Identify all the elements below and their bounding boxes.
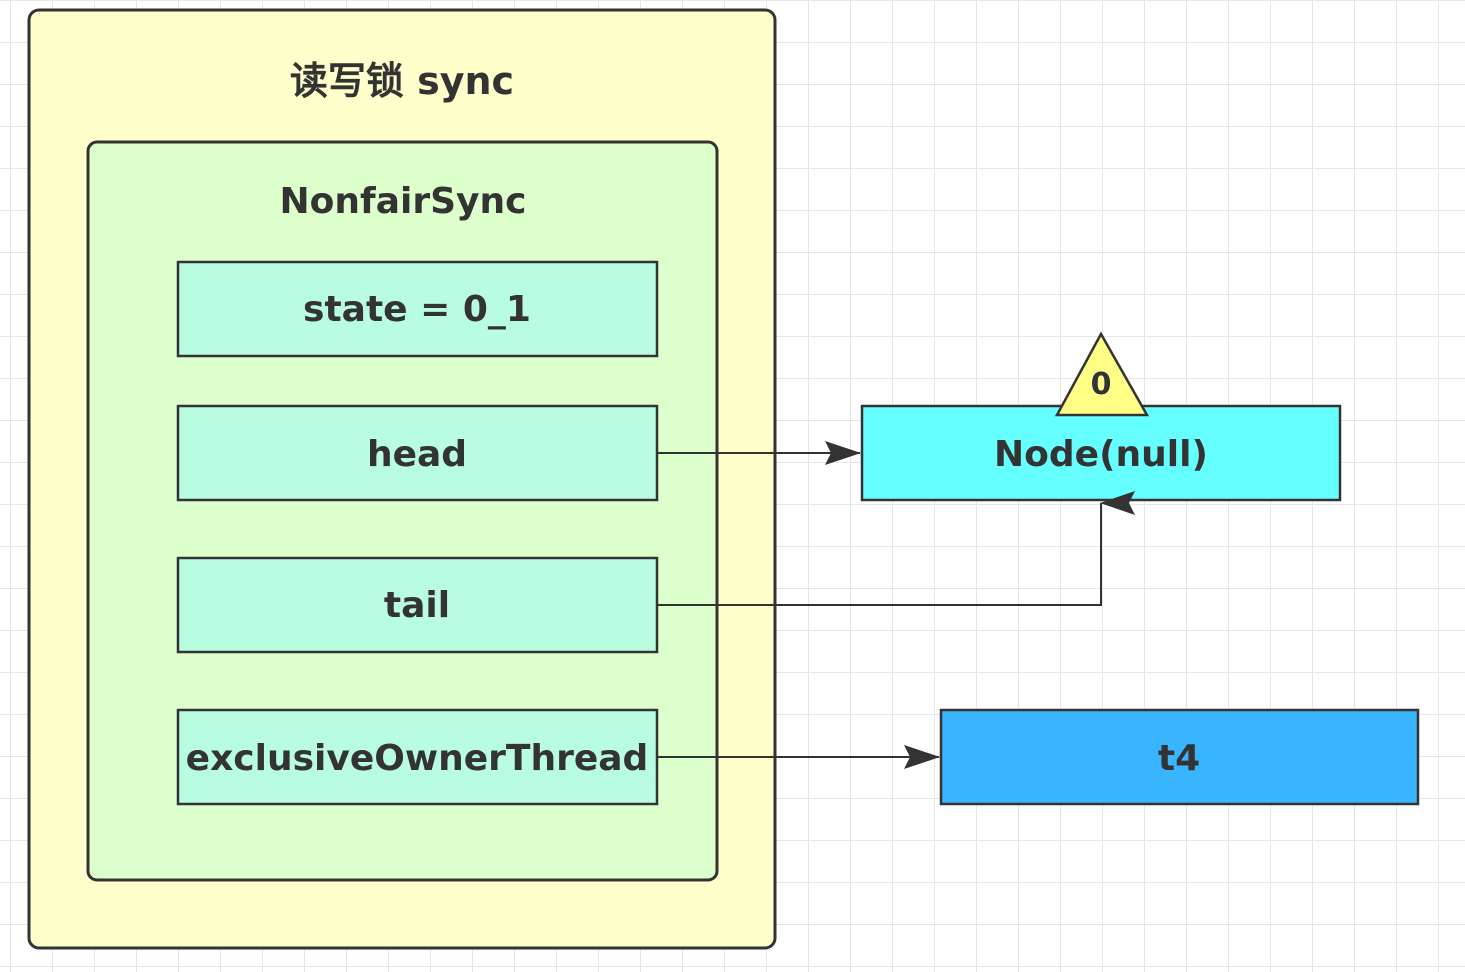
field-head-label: head — [367, 434, 467, 475]
tail-to-node-arrow — [657, 491, 1135, 606]
field-state: state = 0_1 — [176, 260, 659, 358]
node-null-wait-status: 0 — [1054, 331, 1150, 417]
field-tail-box — [176, 556, 659, 654]
read-write-lock-sync-title: 读写锁 sync — [290, 59, 514, 103]
field-exclusive-owner-thread: exclusiveOwnerThread — [176, 708, 659, 806]
field-head: head — [176, 404, 659, 502]
field-state-box — [176, 260, 659, 358]
nonfair-sync-title: NonfairSync — [280, 181, 527, 222]
thread-t4: t4 — [939, 708, 1420, 806]
field-head-box — [176, 404, 659, 502]
thread-t4-label: t4 — [1158, 738, 1200, 779]
node-null-label: Node(null) — [994, 434, 1208, 475]
field-exclusive-owner-thread-box — [176, 708, 659, 806]
wait-status-triangle-icon — [1054, 331, 1150, 417]
field-exclusive-owner-thread-label: exclusiveOwnerThread — [186, 738, 649, 779]
wait-status-value: 0 — [1091, 367, 1112, 402]
thread-t4-box — [939, 708, 1420, 806]
field-tail: tail — [176, 556, 659, 654]
field-state-label: state = 0_1 — [303, 289, 531, 330]
field-tail-label: tail — [384, 585, 450, 626]
node-null: Node(null) — [860, 404, 1342, 502]
